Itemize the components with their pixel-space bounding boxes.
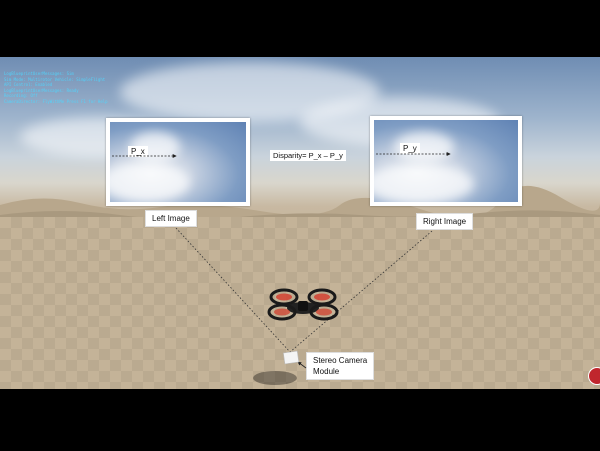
right-point-label: P_y: [400, 143, 420, 154]
right-image-panel: [370, 116, 522, 206]
disparity-label: Disparity= P_x – P_y: [270, 150, 346, 161]
simulation-viewport: LogBlueprintUserMessages: Sim Sim Mode: …: [0, 57, 600, 389]
debug-line: API Control: Enabled: [4, 82, 53, 87]
checkered-ground: [0, 217, 600, 389]
left-image-view: [110, 122, 246, 202]
debug-line: Sim Mode: Multirotor Vehicle: SimpleFlig…: [4, 76, 106, 82]
cloud: [110, 162, 190, 202]
stereo-camera-line2: Module: [313, 367, 340, 376]
stereo-camera-line1: Stereo Camera: [313, 356, 368, 365]
left-point-label: P_x: [128, 146, 148, 157]
left-image-caption: Left Image: [145, 210, 197, 227]
debug-line: LogBlueprintUserMessages: Sim: [4, 71, 74, 76]
right-image-view: [374, 120, 518, 202]
debug-line: CameraDirector: FlyWithMe Press F1 for H…: [4, 98, 108, 104]
debug-line: Recording: Off: [4, 93, 38, 98]
debug-line: LogBlueprintUserMessages: Ready: [4, 87, 79, 93]
record-button[interactable]: [588, 367, 600, 385]
right-image-caption: Right Image: [416, 213, 474, 230]
left-image-panel: [106, 118, 250, 206]
cloud: [374, 164, 474, 202]
debug-overlay: LogBlueprintUserMessages: Sim Sim Mode: …: [4, 71, 108, 104]
stereo-camera-callout: Stereo Camera Module: [306, 352, 375, 380]
